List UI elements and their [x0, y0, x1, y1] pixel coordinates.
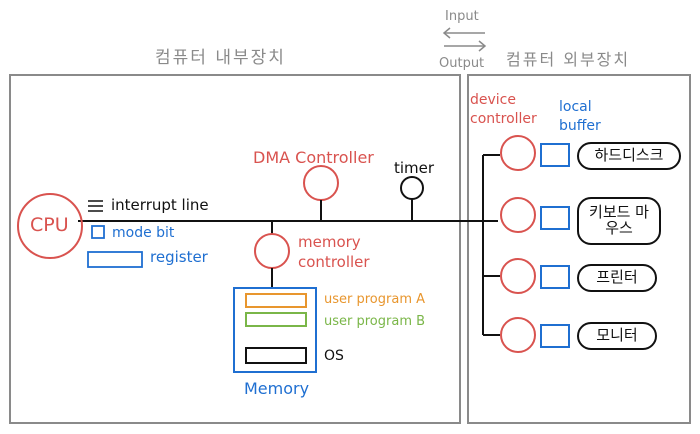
output-label: Output	[439, 56, 485, 71]
mode-bit-box	[91, 225, 105, 239]
local-buffer-box	[540, 265, 570, 289]
device-controller-circle	[500, 317, 536, 353]
user-program-a-label: user program A	[324, 292, 426, 307]
device-row-2	[500, 197, 570, 233]
device-monitor: 모니터	[577, 322, 657, 350]
external-devices-title: 컴퓨터 외부장치	[506, 50, 631, 69]
local-buffer-box	[540, 143, 570, 167]
os-box	[245, 347, 307, 364]
user-program-a-box	[245, 293, 307, 308]
os-label: OS	[324, 348, 344, 364]
interrupt-line-label: interrupt line	[111, 196, 209, 214]
output-arrow	[444, 40, 487, 52]
input-label: Input	[445, 9, 479, 24]
device-controller-circle	[500, 258, 536, 294]
device-printer: 프린터	[577, 264, 657, 292]
memory-label: Memory	[244, 379, 310, 398]
local-buffer-label: local buffer	[559, 99, 601, 134]
memory-box	[233, 287, 317, 373]
interrupt-line-icon	[88, 200, 103, 212]
input-arrow	[442, 27, 485, 39]
device-branch-ticks	[483, 154, 500, 336]
device-controller-label: device controller	[470, 92, 537, 127]
user-program-b-box	[245, 312, 307, 327]
internal-devices-title: 컴퓨터 내부장치	[155, 48, 286, 68]
cpu-circle	[17, 193, 83, 259]
device-controller-circle	[500, 135, 536, 171]
dma-controller-label: DMA Controller	[253, 148, 374, 167]
memory-controller-label: memory controller	[298, 233, 370, 271]
device-controller-circle	[500, 197, 536, 233]
dma-controller-circle	[303, 165, 339, 201]
register-label: register	[150, 248, 208, 266]
timer-circle	[400, 176, 424, 200]
device-row-1	[500, 135, 570, 171]
internal-devices-box	[9, 74, 461, 424]
register-box	[87, 251, 143, 268]
mode-bit-label: mode bit	[112, 225, 175, 241]
cpu-label: CPU	[30, 214, 69, 236]
device-row-4	[500, 317, 570, 353]
device-row-3	[500, 258, 570, 294]
device-hard-disk: 하드디스크	[577, 142, 681, 170]
memory-controller-circle	[254, 233, 290, 269]
local-buffer-box	[540, 324, 570, 348]
device-keyboard-mouse: 키보드 마우스	[577, 197, 661, 245]
external-devices-box	[467, 74, 691, 424]
user-program-b-label: user program B	[324, 314, 426, 329]
local-buffer-box	[540, 206, 570, 230]
timer-label: timer	[394, 159, 435, 177]
